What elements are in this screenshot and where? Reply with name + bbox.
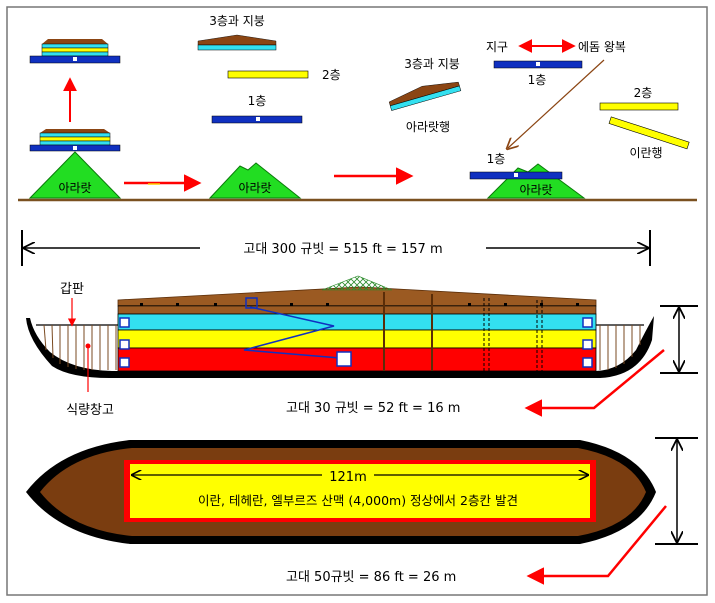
mountain-2	[208, 162, 302, 199]
height-dimension	[660, 305, 698, 374]
ark-assembled-top	[29, 39, 121, 64]
side-floor-2	[117, 329, 597, 349]
height-leader	[524, 349, 665, 417]
right-deck-railing	[599, 325, 641, 370]
length-dimension: 고대 300 규빗 = 515 ft = 157 m	[21, 230, 651, 266]
floor2-piece-iran-tilted	[608, 116, 690, 150]
left-deck-railing	[43, 324, 117, 370]
floor1-label-2: 1층	[248, 94, 267, 108]
roof-label-2: 3층과 지붕	[209, 14, 265, 28]
edom-return-arrow	[508, 59, 605, 148]
roof-studs	[140, 303, 579, 306]
side-roof	[117, 286, 597, 307]
mountain-1-label: 아라랏	[58, 181, 91, 195]
floor2-piece-iran	[599, 102, 679, 111]
side-floor-1	[117, 347, 597, 372]
floor2-label-iran: 2층	[634, 86, 653, 100]
mountain-1	[28, 151, 122, 199]
roof-netting	[321, 275, 393, 291]
side-hull	[26, 316, 654, 378]
plan-inner-length: 121m	[329, 470, 366, 485]
earth-label: 지구	[486, 40, 508, 54]
roof-piece-2	[197, 34, 277, 46]
roof-label-3: 3층과 지붕	[404, 57, 460, 71]
length-label: 고대 300 규빗 = 515 ft = 157 m	[243, 242, 442, 257]
roof-piece-3-tilted	[388, 81, 462, 111]
ark-stack-on-mountain	[29, 129, 121, 152]
plan-view: 121m 이란, 테헤란, 엘부르즈 산맥 (4,000m) 정상에서 2층칸 …	[26, 437, 698, 585]
edom-label: 에돔 왕복	[578, 40, 626, 54]
side-windows	[119, 317, 593, 368]
floor1-label-3: 1층	[487, 152, 506, 166]
width-label: 고대 50규빗 = 86 ft = 26 m	[286, 570, 456, 585]
side-view: 갑판 식량창고 고대 30 규빗 = 52 ft = 16 m	[26, 275, 698, 418]
width-dimension	[655, 437, 698, 545]
top-section: 아라랏 아라랏 3층과 지붕	[18, 14, 697, 202]
mountain-2-label: 아라랏	[238, 181, 271, 195]
floor2-label-2: 2층	[322, 68, 341, 82]
side-floor-3	[117, 313, 597, 331]
side-lower-hatch	[336, 351, 352, 367]
diagram-frame	[6, 6, 708, 596]
iran-line-label: 이란행	[629, 145, 662, 160]
floor2-piece-2	[227, 70, 309, 79]
height-label: 고대 30 규빗 = 52 ft = 16 m	[286, 401, 460, 416]
deck-label: 갑판	[60, 282, 84, 297]
side-pillars	[383, 292, 433, 371]
side-ramps	[243, 306, 341, 359]
plan-discovery-note: 이란, 테헤란, 엘부르즈 산맥 (4,000m) 정상에서 2층칸 발견	[198, 493, 518, 508]
side-dashed-pillars	[483, 298, 543, 371]
side-upper-wall	[117, 305, 597, 315]
storage-label: 식량창고	[66, 403, 114, 418]
ararat-line-label: 아라랏행	[406, 119, 450, 134]
width-leader	[526, 505, 667, 585]
side-upper-hatch	[245, 297, 258, 309]
floor1-label-earth: 1층	[528, 73, 547, 87]
mountain-3-label: 아라랏	[519, 183, 552, 197]
